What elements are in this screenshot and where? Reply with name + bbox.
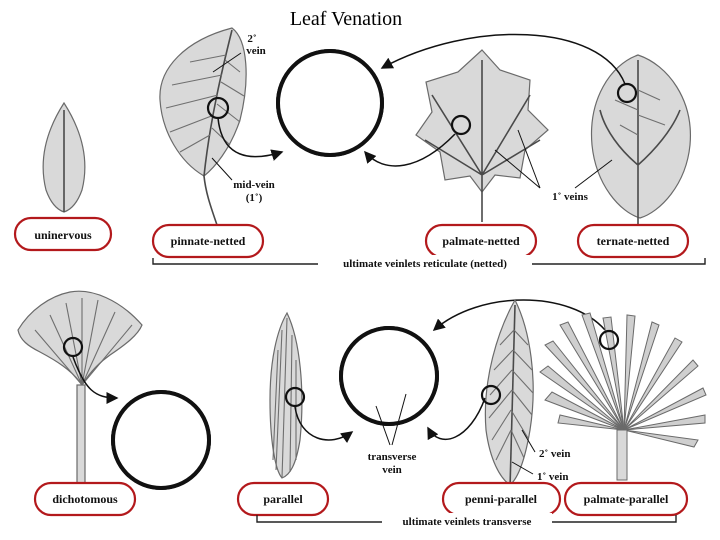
dichotomous-magnify-ring <box>62 336 84 358</box>
transverse-vein-label-1: transverse <box>368 451 417 463</box>
parallel-label: parallel <box>236 481 330 517</box>
secondary-vein-bottom-pointer <box>521 429 536 453</box>
transverse-zoom-circle <box>339 326 439 426</box>
midvein-label-1: mid-vein <box>233 179 275 191</box>
secondary-vein-label-2: vein <box>246 45 266 57</box>
primary-veins-label: 1˚ veins <box>552 191 588 203</box>
palmate-netted-label: palmate-netted <box>424 223 538 259</box>
palmate-magnify-ring <box>450 114 472 136</box>
primary-vein-bottom-label: 1˚ vein <box>537 471 568 483</box>
transverse-pointer-2 <box>391 393 407 446</box>
pinnate-netted-leaf-illustration <box>159 27 247 229</box>
parallel-zoom-arrow <box>294 406 354 444</box>
pinnate-zoom-arrow <box>217 117 284 161</box>
ternate-netted-label: ternate-netted <box>576 223 690 259</box>
dichotomous-label: dichotomous <box>33 481 137 517</box>
midvein-label-2: (1˚) <box>246 192 263 204</box>
primary-veins-pointer-1 <box>494 149 541 189</box>
svg-text:parallel: parallel <box>263 492 303 506</box>
pinnate-netted-label: pinnate-netted <box>151 223 265 259</box>
dichotomous-zoom-arrow <box>72 356 119 404</box>
penni-parallel-zoom-arrow <box>427 397 486 441</box>
palmate-parallel-magnify-ring <box>598 329 620 351</box>
reticulate-bracket-label: ultimate veinlets reticulate (netted) <box>343 258 507 270</box>
secondary-vein-pointer <box>212 52 242 73</box>
midvein-pointer <box>211 157 233 181</box>
ternate-magnify-ring <box>616 82 638 104</box>
palmate-parallel-leaf-illustration <box>539 312 707 481</box>
primary-vein-bottom-pointer <box>511 461 534 475</box>
penni-parallel-leaf-illustration <box>484 298 534 489</box>
parallel-magnify-ring <box>284 386 306 408</box>
uninervous-label: uninervous <box>13 216 113 252</box>
transverse-pointer-1 <box>375 405 391 446</box>
penni-parallel-label: penni-parallel <box>441 481 562 517</box>
secondary-vein-label-1: 2˚ <box>247 33 256 45</box>
transverse-vein-label-2: vein <box>382 464 402 476</box>
svg-text:uninervous: uninervous <box>34 228 92 242</box>
dichotomous-leaf-illustration <box>17 290 143 488</box>
svg-text:dichotomous: dichotomous <box>52 492 118 506</box>
primary-veins-pointer-3 <box>574 159 613 189</box>
svg-text:penni-parallel: penni-parallel <box>465 492 538 506</box>
reticulate-zoom-circle <box>276 49 384 157</box>
palmate-netted-leaf-illustration <box>415 49 549 222</box>
uninervous-leaf-illustration <box>42 101 86 213</box>
palmate-parallel-label: palmate-parallel <box>563 481 689 517</box>
dichotomous-zoom-circle <box>111 390 211 490</box>
secondary-vein-bottom-label: 2˚ vein <box>539 448 570 460</box>
page-title: Leaf Venation <box>290 8 402 30</box>
penni-parallel-magnify-ring <box>480 384 502 406</box>
ternate-netted-leaf-illustration <box>590 54 691 226</box>
svg-text:ternate-netted: ternate-netted <box>597 234 670 248</box>
palmate-zoom-arrow <box>364 133 456 167</box>
svg-text:palmate-parallel: palmate-parallel <box>584 492 669 506</box>
svg-text:palmate-netted: palmate-netted <box>442 234 520 248</box>
svg-text:pinnate-netted: pinnate-netted <box>171 234 246 248</box>
transverse-bracket-label: ultimate veinlets transverse <box>403 516 532 528</box>
primary-veins-pointer-2 <box>517 129 541 189</box>
ternate-zoom-arrow <box>380 33 626 85</box>
